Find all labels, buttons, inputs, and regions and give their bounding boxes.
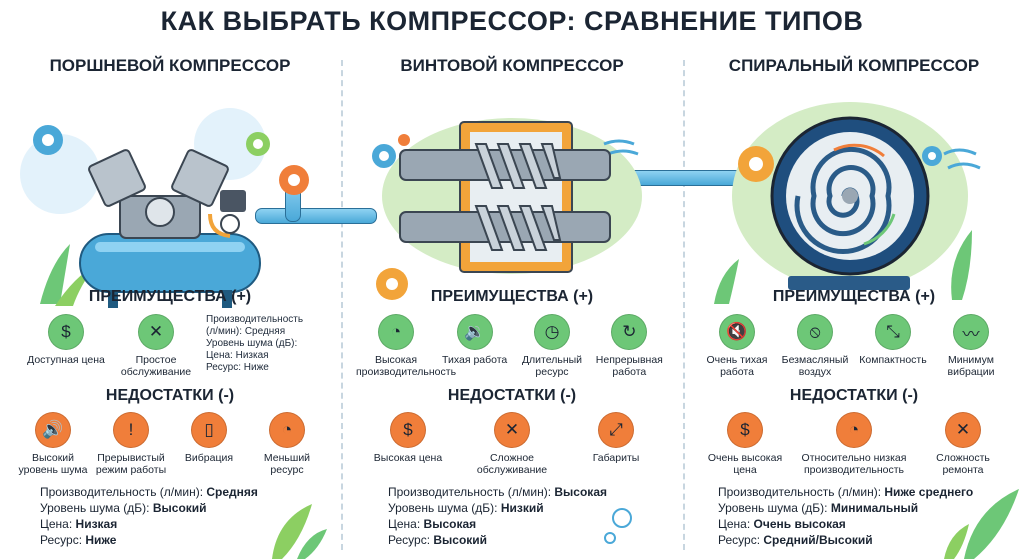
- gear-icon: [376, 268, 408, 300]
- expand-icon: ⤢: [598, 412, 634, 448]
- advantage-item: ⤡ Компактность: [854, 314, 932, 378]
- advantages-title: ПРЕИМУЩЕСТВА (+): [772, 288, 936, 305]
- gear-icon: [246, 132, 270, 156]
- advantage-item: ↻ Непрерывная работа: [591, 314, 668, 378]
- spec-summary: Производительность (л/мин): Средняя Уров…: [40, 485, 258, 547]
- quiet-speaker-icon: 🔉: [456, 314, 493, 350]
- dollar-icon: $: [390, 412, 426, 448]
- disadvantage-item: ⤢ Габариты: [576, 412, 656, 476]
- disadvantages-list: 🔊 Высокий уровень шума ! Прерывистый реж…: [0, 412, 340, 476]
- disadvantage-item: ✕ Сложное обслуживание: [472, 412, 552, 476]
- disadvantage-item: ✕ Сложность ремонта: [923, 412, 1003, 476]
- column-title: СПИРАЛЬНЫЙ КОМПРЕССОР: [728, 56, 980, 75]
- gear-icon: [372, 144, 396, 168]
- column-piston: ПОРШНЕВОЙ КОМПРЕССОР ПРЕИМУЩЕСТВА (+) $ …: [0, 48, 340, 559]
- compact-icon: ⤡: [875, 314, 911, 350]
- advantage-item: ◔ Высокая производительность: [356, 314, 456, 378]
- disadvantage-item: ◔ Меньший ресурс: [248, 412, 326, 476]
- disadvantage-item: $ Высокая цена: [368, 412, 448, 476]
- money-bag-icon: $: [727, 412, 763, 448]
- leaf-decoration: [272, 504, 327, 559]
- disadvantages-title: НЕДОСТАТКИ (-): [105, 387, 235, 404]
- advantages-list: $ Доступная цена ✕ Простое обслуживание …: [0, 314, 340, 378]
- disadvantage-item: ◔ Относительно низкая производительность: [799, 412, 909, 476]
- wrench-screwdriver-icon: ✕: [494, 412, 530, 448]
- waveform-icon: 〰: [953, 314, 989, 350]
- advantages-title: ПРЕИМУЩЕСТВА (+): [88, 288, 252, 305]
- disadvantage-item: ! Прерывистый режим работы: [92, 412, 170, 476]
- wrench-screwdriver-icon: ✕: [945, 412, 981, 448]
- advantage-item: 〰 Минимум вибрации: [932, 314, 1010, 378]
- disadvantages-title: НЕДОСТАТКИ (-): [447, 387, 577, 404]
- spec-summary: Производительность (л/мин): Ниже среднег…: [718, 485, 974, 547]
- gauge-icon: ◔: [269, 412, 305, 448]
- advantages-list: ◔ Высокая производительность 🔉 Тихая раб…: [342, 314, 682, 378]
- leaf-decoration: [944, 489, 1019, 559]
- gear-icon: [279, 165, 309, 195]
- advantage-item: $ Доступная цена: [26, 314, 106, 378]
- gear-icon: [922, 146, 942, 166]
- disadvantages-title: НЕДОСТАТКИ (-): [789, 387, 919, 404]
- bubbles-decoration: [604, 508, 632, 544]
- vibration-icon: ▯: [191, 412, 227, 448]
- scroll-compressor-illustration: [714, 102, 981, 304]
- disadvantages-list: $ Очень высокая цена ◔ Относительно низк…: [684, 412, 1024, 476]
- piston-compressor-illustration: [20, 108, 309, 308]
- loud-speaker-icon: 🔊: [35, 412, 71, 448]
- cycle-icon: ↻: [611, 314, 648, 350]
- column-divider: [683, 60, 685, 550]
- column-screw: ВИНТОВОЙ КОМПРЕССОР ПРЕИМУЩЕСТВА (+) ◔ В…: [342, 48, 682, 559]
- no-oil-icon: ⦸: [797, 314, 833, 350]
- disadvantages-list: $ Высокая цена ✕ Сложное обслуживание ⤢ …: [342, 412, 682, 476]
- warning-icon: !: [113, 412, 149, 448]
- disadvantage-item: 🔊 Высокий уровень шума: [14, 412, 92, 476]
- screw-compressor-illustration: [372, 118, 642, 300]
- advantage-item: 🔇 Очень тихая работа: [698, 314, 776, 378]
- column-divider: [341, 60, 343, 550]
- mini-specs: Производительность (л/мин): Средняя Уров…: [206, 314, 304, 373]
- advantage-item: 🔉 Тихая работа: [436, 314, 513, 378]
- page-title: КАК ВЫБРАТЬ КОМПРЕССОР: СРАВНЕНИЕ ТИПОВ: [160, 6, 864, 36]
- disadvantage-item: $ Очень высокая цена: [705, 412, 785, 476]
- advantages-title: ПРЕИМУЩЕСТВА (+): [430, 288, 594, 305]
- gauge-icon: ◔: [378, 314, 414, 350]
- advantage-item: ◷ Длительный ресурс: [513, 314, 590, 378]
- advantage-item: ✕ Простое обслуживание: [116, 314, 196, 378]
- advantage-item: ⦸ Безмасляный воздух: [776, 314, 854, 378]
- gauge-icon: ◔: [836, 412, 872, 448]
- mute-speaker-icon: 🔇: [719, 314, 755, 350]
- clock-icon: ◷: [533, 314, 570, 350]
- gear-icon: [738, 146, 774, 182]
- dollar-icon: $: [48, 314, 84, 350]
- disadvantage-item: ▯ Вибрация: [170, 412, 248, 476]
- spec-summary: Производительность (л/мин): Высокая Уров…: [388, 485, 607, 547]
- gear-icon: [33, 125, 63, 155]
- column-title: ВИНТОВОЙ КОМПРЕССОР: [400, 56, 624, 75]
- column-title: ПОРШНЕВОЙ КОМПРЕССОР: [49, 56, 291, 75]
- advantages-list: 🔇 Очень тихая работа ⦸ Безмасляный возду…: [684, 314, 1024, 378]
- column-scroll: СПИРАЛЬНЫЙ КОМПРЕССОР ПРЕИМУЩЕСТВА (+) 🔇…: [684, 48, 1024, 559]
- wrench-screwdriver-icon: ✕: [138, 314, 174, 350]
